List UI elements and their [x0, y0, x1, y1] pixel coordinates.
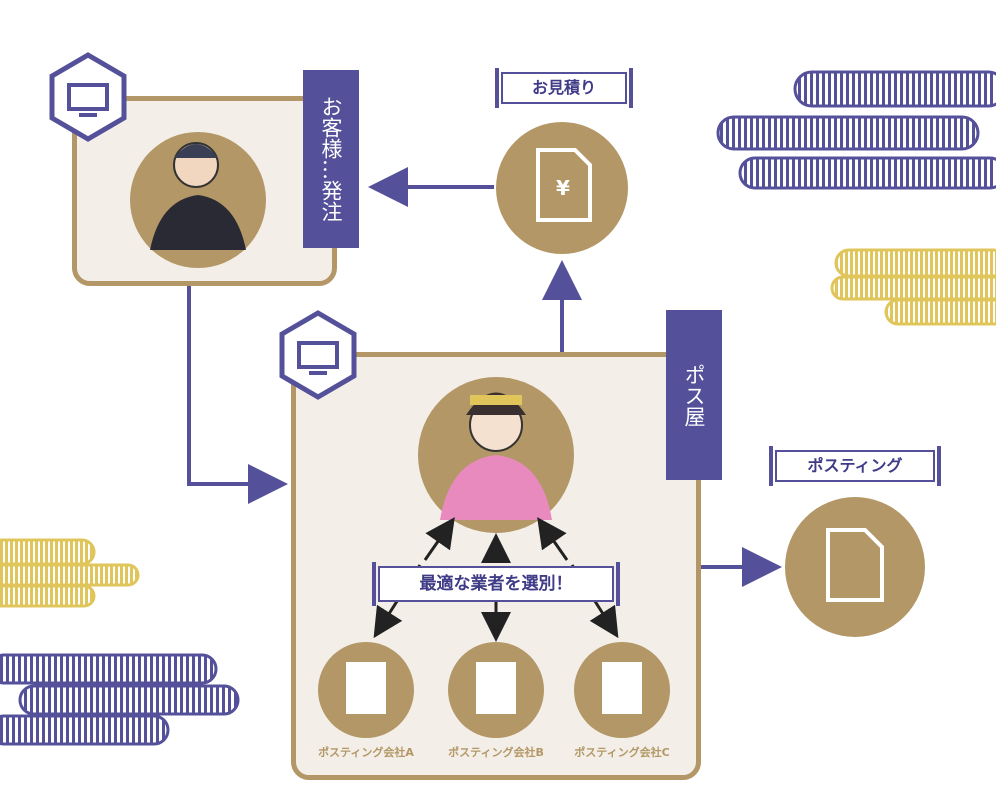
selection-banner: 最適な業者を選別！	[372, 562, 620, 606]
posting-label: ポスティング	[769, 446, 941, 486]
arrow-customer-to-postshop	[187, 285, 288, 504]
company-a-label: ポスティング会社A	[318, 746, 414, 759]
company-b-label: ポスティング会社B	[448, 746, 544, 759]
decorative-cloud-bottom-left	[0, 653, 240, 746]
estimate-label: お見積り	[495, 68, 633, 108]
customer-panel	[72, 96, 337, 286]
yen-symbol: ¥	[556, 176, 570, 200]
customer-tag: お客様…発注	[303, 70, 359, 248]
company-c-label: ポスティング会社C	[574, 746, 670, 759]
decorative-cloud-right	[830, 248, 996, 326]
postshop-tag: ポス屋	[666, 310, 722, 480]
decorative-cloud-left	[0, 538, 140, 608]
decorative-cloud-top-right	[716, 70, 996, 190]
